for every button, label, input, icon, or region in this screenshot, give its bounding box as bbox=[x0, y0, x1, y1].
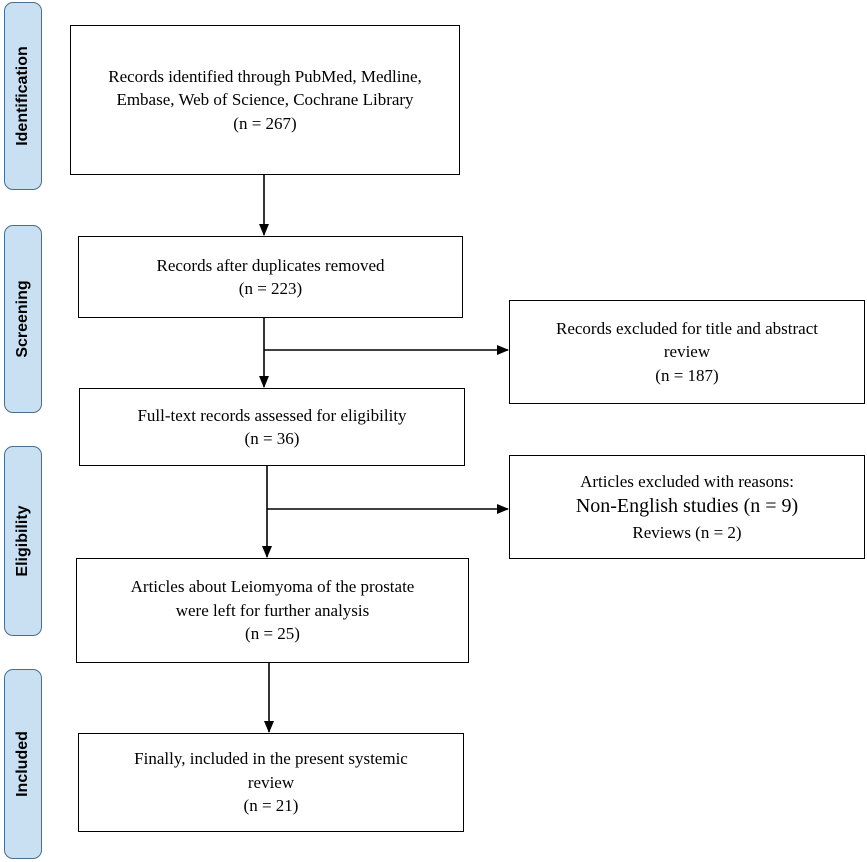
phase-included: Included bbox=[4, 669, 42, 859]
box-records-identified: Records identified through PubMed, Medli… bbox=[70, 25, 460, 175]
box-count: (n = 25) bbox=[245, 624, 300, 644]
box-count: (n = 21) bbox=[243, 796, 299, 816]
box-text: Records after duplicates removed bbox=[156, 255, 385, 275]
box-text: Articles excluded with reasons: bbox=[580, 471, 794, 491]
box-text: were left for further analysis bbox=[175, 600, 370, 620]
box-fulltext-assessed: Full-text records assessed for eligibili… bbox=[79, 388, 465, 466]
box-excluded-reasons: Articles excluded with reasons: Non-Engl… bbox=[509, 455, 865, 559]
box-further-analysis: Articles about Leiomyoma of the prostate… bbox=[76, 558, 469, 663]
box-text: Finally, included in the present systemi… bbox=[134, 749, 408, 769]
phase-identification: Identification bbox=[4, 2, 42, 190]
box-text: Full-text records assessed for eligibili… bbox=[137, 405, 407, 425]
box-text: Records identified through PubMed, Medli… bbox=[108, 66, 422, 86]
box-count: (n = 267) bbox=[233, 113, 297, 133]
box-count: (n = 36) bbox=[244, 429, 300, 448]
phase-screening: Screening bbox=[4, 225, 42, 413]
box-duplicates-removed: Records after duplicates removed (n = 22… bbox=[78, 236, 463, 318]
phase-eligibility: Eligibility bbox=[4, 446, 42, 636]
box-text: Reviews (n = 2) bbox=[632, 522, 742, 542]
box-text: Embase, Web of Science, Cochrane Library bbox=[116, 90, 414, 110]
box-excluded-title-abstract: Records excluded for title and abstract … bbox=[509, 300, 865, 404]
box-count: (n = 187) bbox=[655, 365, 719, 385]
box-text: review bbox=[247, 772, 295, 792]
box-count: (n = 223) bbox=[238, 279, 303, 298]
box-included-final: Finally, included in the present systemi… bbox=[78, 733, 464, 832]
box-text: Records excluded for title and abstract bbox=[556, 318, 818, 338]
box-text: review bbox=[663, 342, 711, 362]
box-text: Articles about Leiomyoma of the prostate bbox=[130, 577, 415, 597]
box-text: Non-English studies (n = 9) bbox=[575, 495, 799, 518]
